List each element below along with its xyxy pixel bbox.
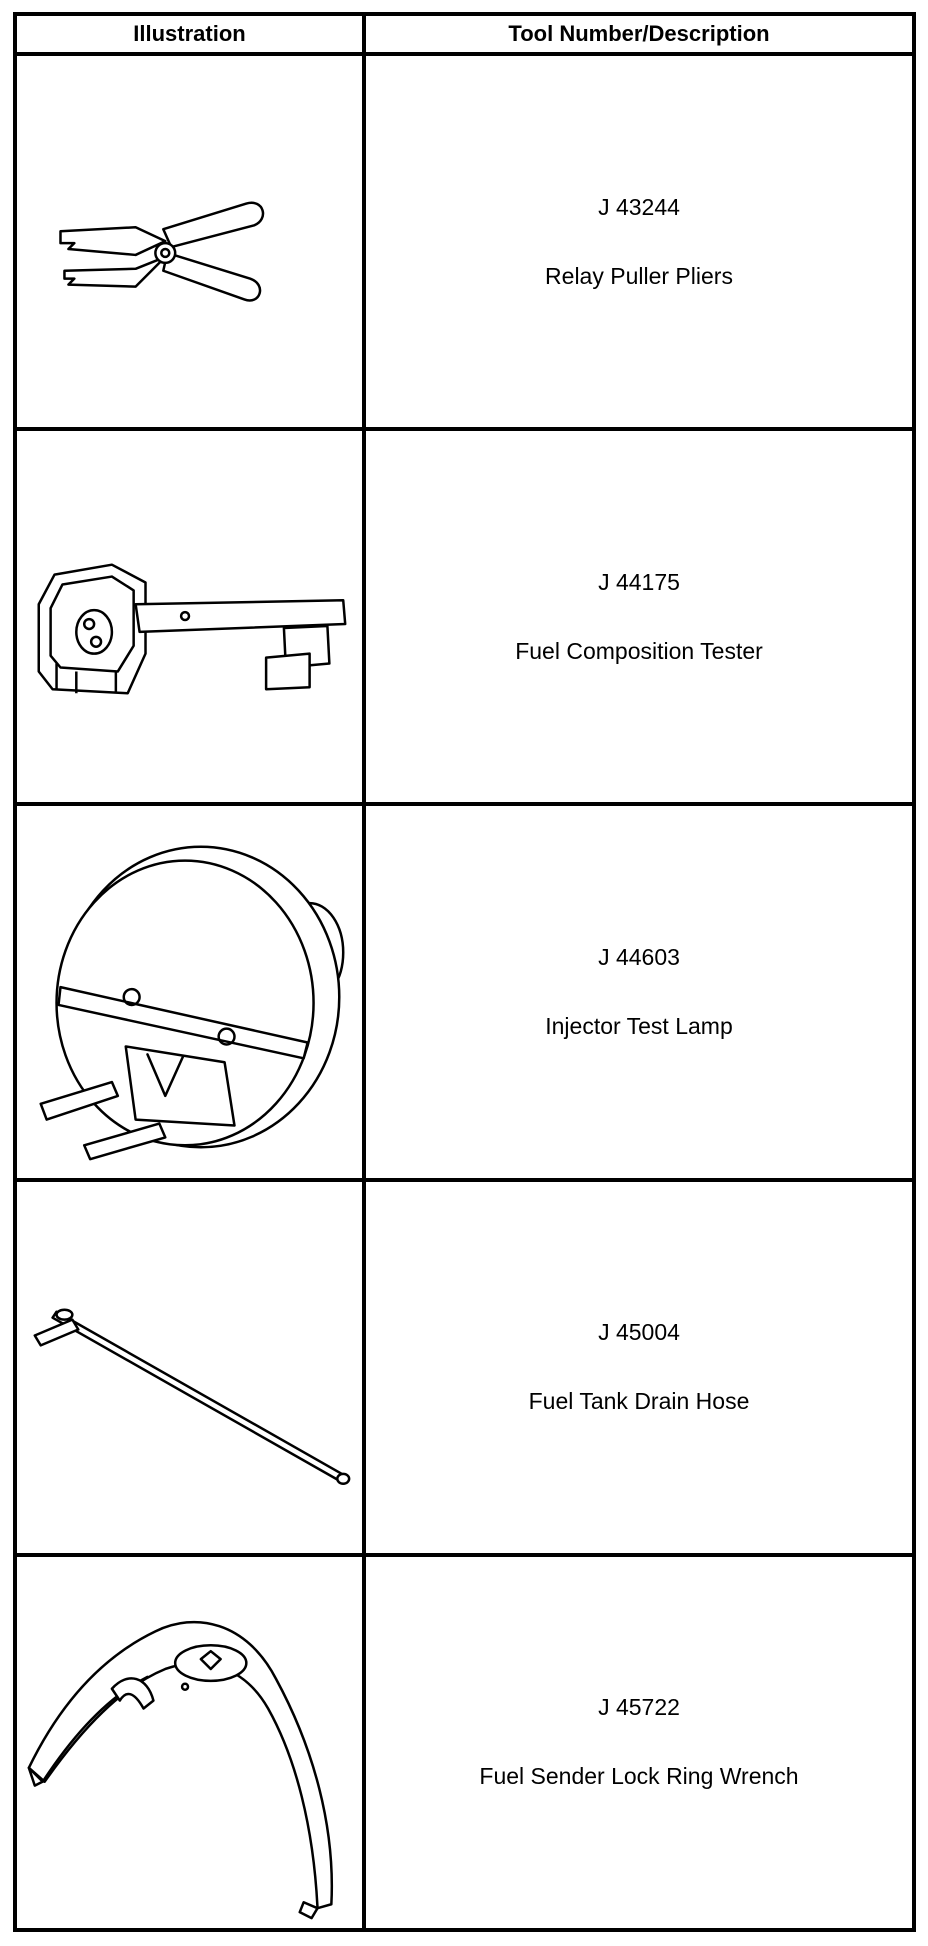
table-row: J 44603 Injector Test Lamp [13, 802, 916, 1182]
relay-puller-pliers-icon [17, 56, 362, 427]
fuel-sender-lock-ring-wrench-icon [17, 1557, 362, 1928]
header-row: Illustration Tool Number/Description [13, 12, 916, 56]
description-cell: J 45004 Fuel Tank Drain Hose [362, 1177, 916, 1557]
fuel-tank-drain-hose-icon [17, 1182, 362, 1553]
fuel-composition-tester-icon [17, 431, 362, 802]
description-cell: J 43244 Relay Puller Pliers [362, 51, 916, 432]
table-row: J 44175 Fuel Composition Tester [13, 427, 916, 807]
tool-description: Relay Puller Pliers [545, 262, 733, 289]
tool-description: Injector Test Lamp [545, 1012, 733, 1039]
tool-number: J 44175 [598, 568, 680, 595]
injector-test-lamp-icon [17, 806, 362, 1177]
description-cell: J 44603 Injector Test Lamp [362, 802, 916, 1182]
tool-number: J 44603 [598, 943, 680, 970]
tool-table: Illustration Tool Number/Description J 4… [13, 12, 916, 1933]
tool-description: Fuel Tank Drain Hose [528, 1388, 750, 1415]
header-illustration: Illustration [13, 12, 366, 56]
illustration-cell [13, 1552, 366, 1933]
tool-number: J 43244 [598, 193, 680, 220]
illustration-cell [13, 427, 366, 807]
table-row: J 43244 Relay Puller Pliers [13, 51, 916, 432]
illustration-cell [13, 1177, 366, 1557]
table-row: J 45722 Fuel Sender Lock Ring Wrench [13, 1552, 916, 1933]
description-cell: J 44175 Fuel Composition Tester [362, 427, 916, 807]
tool-description: Fuel Composition Tester [515, 637, 763, 664]
illustration-cell [13, 51, 366, 432]
tool-description: Fuel Sender Lock Ring Wrench [479, 1763, 799, 1790]
illustration-cell [13, 802, 366, 1182]
header-tool-number-description: Tool Number/Description [362, 12, 916, 56]
description-cell: J 45722 Fuel Sender Lock Ring Wrench [362, 1552, 916, 1933]
tool-number: J 45004 [598, 1319, 680, 1346]
table-row: J 45004 Fuel Tank Drain Hose [13, 1177, 916, 1557]
tool-number: J 45722 [598, 1694, 680, 1721]
